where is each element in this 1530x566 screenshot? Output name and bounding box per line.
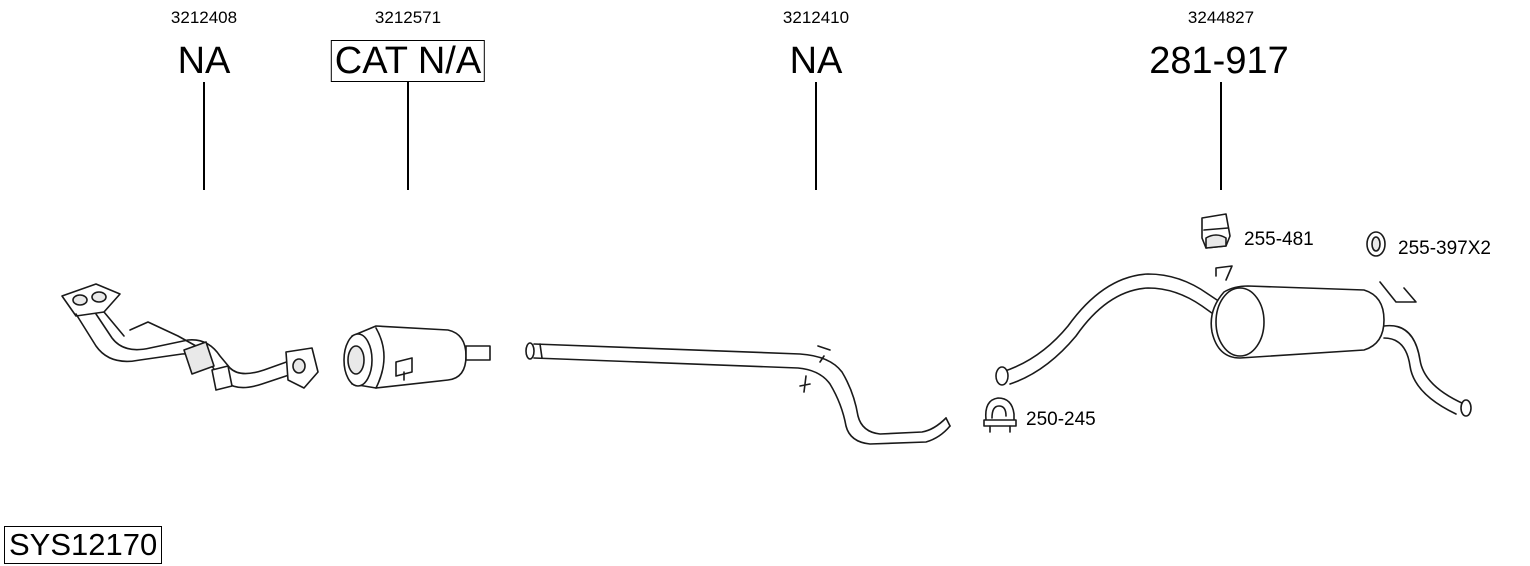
part-ref-rear-silencer: 3244827 [1187,8,1255,27]
rubber-ring-icon[interactable] [1366,231,1386,257]
part-ref-front-pipe: 3212408 [170,8,238,27]
leader-line-middle-pipe [815,82,817,190]
part-code-rear-silencer: 281-917 [1149,40,1289,82]
part-code-middle-pipe: NA [789,40,843,82]
accessory-label-clamp: 250-245 [1026,409,1096,430]
system-id-label: SYS12170 [4,526,163,564]
middle-pipe-drawing[interactable] [525,342,951,445]
part-ref-catalyst: 3212571 [374,8,442,27]
rubber-hanger-icon[interactable] [1201,213,1231,249]
leader-line-rear-silencer [1220,82,1222,190]
accessory-label-hanger: 255-481 [1244,229,1314,250]
leader-line-front-pipe [203,82,205,190]
front-pipe-drawing[interactable] [61,283,319,391]
pipe-clamp-icon[interactable] [983,397,1017,433]
accessory-label-ring: 255-397X2 [1398,238,1491,259]
part-ref-middle-pipe: 3212410 [782,8,850,27]
part-code-front-pipe: NA [177,40,231,82]
leader-line-catalyst [407,82,409,190]
rear-silencer-drawing[interactable] [995,265,1472,417]
catalyst-drawing[interactable] [343,325,491,389]
part-code-catalyst: CAT N/A [330,40,486,82]
